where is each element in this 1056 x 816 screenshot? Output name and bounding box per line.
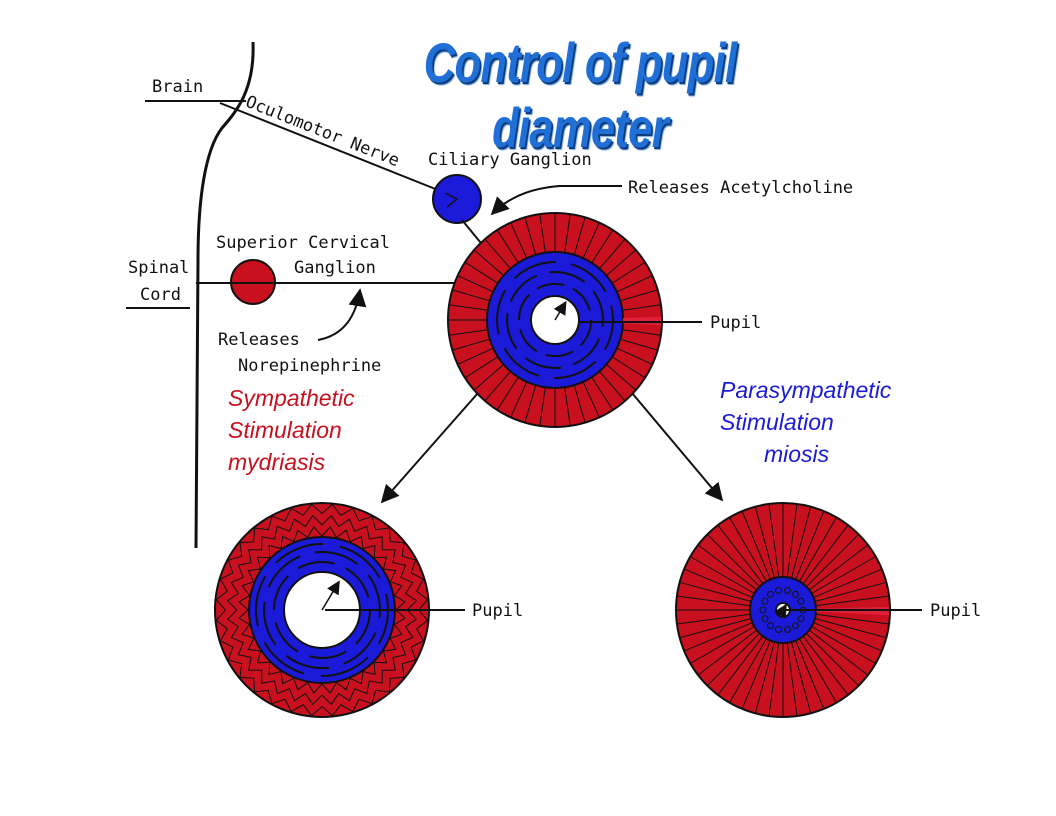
pupil-radius-arrow [774, 603, 787, 619]
sphincter-fiber [759, 606, 767, 614]
sphincter-fiber [339, 545, 381, 579]
arrow-to-dilated-eye [380, 392, 479, 504]
pupil-radius-arrow [321, 580, 340, 611]
sphincter-fiber [767, 590, 774, 598]
sphincter-fiber [517, 293, 531, 321]
pupil-right-label: Pupil [930, 601, 982, 621]
resting-eye [447, 212, 663, 428]
sphincter-fiber [792, 622, 799, 630]
sphincter-fiber [309, 650, 347, 659]
sphincter-fiber [797, 615, 805, 623]
page-title: Control of pupil diameter [423, 31, 737, 159]
sphincter-fiber [314, 550, 359, 565]
sphincter-fiber [572, 287, 591, 311]
brain-boundary-line [194, 41, 255, 549]
sphincter-fiber [792, 590, 799, 598]
sphincter-fiber [263, 641, 305, 675]
spinal-label: Spinal [128, 258, 190, 278]
sphincter-fiber [572, 338, 601, 366]
sphincter-fiber [545, 350, 574, 358]
sphincter-fiber [343, 632, 377, 665]
ciliary-ganglion-label: Ciliary Ganglion [428, 150, 592, 170]
sphincter-fiber [761, 615, 769, 623]
sphincter-fiber [367, 574, 381, 619]
pupil-radius-arrow [553, 300, 567, 321]
sphincter-fiber [592, 290, 604, 327]
pupil-top-label: Pupil [710, 313, 762, 333]
sphincter-fiber [524, 357, 562, 369]
sphincter-fiber [275, 542, 324, 564]
cord-label: Cord [140, 285, 181, 305]
sphincter-fiber [377, 593, 389, 645]
sphincter-fiber [273, 575, 289, 611]
sphincter-fiber [506, 313, 518, 350]
sphincter-fiber [784, 626, 791, 633]
sympathetic-caption: Sympathetic Stimulation mydriasis [228, 382, 355, 478]
sphincter-fiber [274, 622, 299, 653]
releases-acetylcholine-label: Releases Acetylcholine [628, 178, 854, 198]
releases-label: Releases [218, 330, 300, 350]
contracted-radial-fibers [226, 514, 418, 706]
acetylcholine-arrow [490, 185, 561, 216]
sphincter-fiber [509, 274, 538, 302]
sphincter-fiber [355, 609, 371, 645]
sphincter-fiber [767, 622, 774, 630]
sphincter-fiber [797, 597, 805, 605]
sphincter-fiber [775, 587, 782, 594]
superior-cervical-label: Superior Cervical [216, 233, 390, 253]
parasympathetic-caption-line-1: Parasympathetic [720, 377, 892, 403]
ganglion-label: Ganglion [294, 258, 376, 278]
brain-label: Brain [152, 77, 204, 97]
norepinephrine-arrow [317, 288, 367, 341]
norepinephrine-label: Norepinephrine [238, 356, 382, 376]
sympathetic-caption-line-1: Sympathetic [228, 385, 355, 411]
sphincter-fiber [345, 567, 370, 598]
sphincter-fiber [503, 347, 540, 377]
sphincter-fiber [519, 329, 538, 353]
constricted-eye [675, 502, 891, 718]
sphincter-fiber [267, 555, 301, 588]
sphincter-fiber [263, 601, 277, 646]
sphincter-fiber [536, 282, 565, 290]
sympathetic-caption-line-3: mydriasis [228, 449, 326, 475]
sphincter-fiber [554, 360, 597, 380]
oculomotor-nerve-line [219, 102, 459, 199]
sphincter-fiber [297, 561, 335, 570]
sphincter-fiber [784, 587, 791, 594]
parasympathetic-caption-line-3: miosis [764, 441, 830, 467]
sphincter-fiber [285, 655, 330, 670]
sphincter-fiber [775, 626, 782, 633]
sphincter-fiber [513, 260, 556, 280]
ciliary-ganglion-synapse [444, 192, 459, 208]
sphincter-fiber [570, 263, 607, 293]
parasympathetic-caption-line-2: Stimulation [720, 409, 834, 435]
sphincter-fiber [496, 289, 507, 335]
contracted-radial-fibers [215, 503, 429, 717]
sphincter-fiber [603, 305, 614, 351]
sphincter-fiber [320, 656, 369, 678]
pupil-left-label: Pupil [472, 601, 524, 621]
sphincter-fiber [255, 575, 267, 627]
sympathetic-caption-line-2: Stimulation [228, 417, 342, 443]
sphincter-fiber [761, 597, 769, 605]
sphincter-fiber [548, 271, 586, 283]
arrow-to-constricted-eye [631, 392, 724, 502]
highlighted-fiber [816, 606, 889, 616]
parasympathetic-caption: Parasympathetic Stimulation miosis [720, 374, 891, 470]
dilated-eye [214, 502, 430, 718]
